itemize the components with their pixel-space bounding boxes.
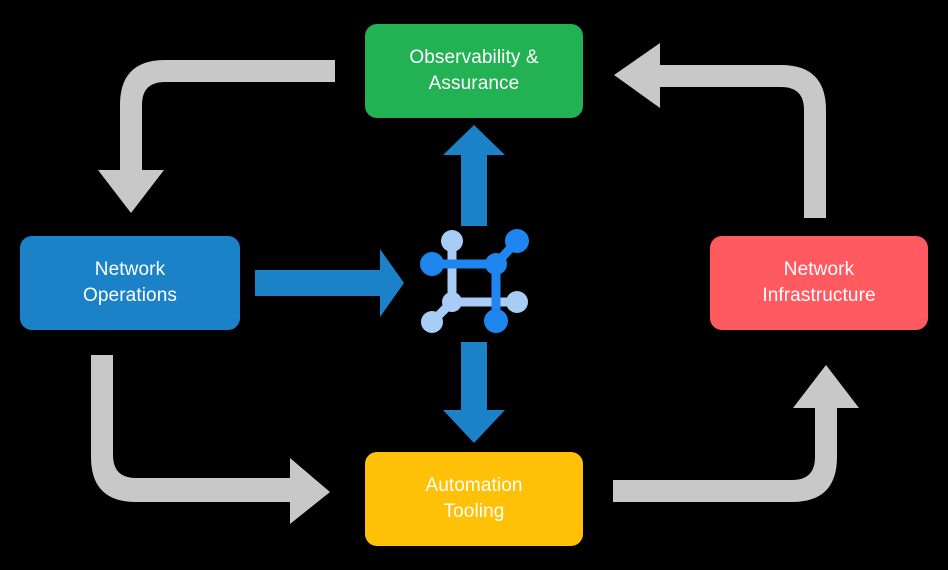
gray-arrow-automation-to-infrastructure [613,365,859,502]
blue-arrow-center-to-observability [443,125,505,226]
node-box-automation-tooling[interactable]: Automation Tooling [365,452,583,546]
node-box-observability[interactable]: Observability & Assurance [365,24,583,118]
gray-arrow-operations-to-automation [91,355,330,524]
node-box-network-operations[interactable]: Network Operations [20,236,240,330]
node-box-network-infrastructure[interactable]: Network Infrastructure [710,236,928,330]
topology-nodes-secondary [421,230,528,333]
network-topology-icon [420,229,529,333]
gray-arrow-infrastructure-to-observability [614,43,826,218]
blue-arrow-center-to-automation [443,342,505,443]
blue-arrow-operations-to-center [255,249,404,317]
topology-nodes-primary [420,229,529,333]
gray-arrow-observability-to-operations [98,60,335,213]
